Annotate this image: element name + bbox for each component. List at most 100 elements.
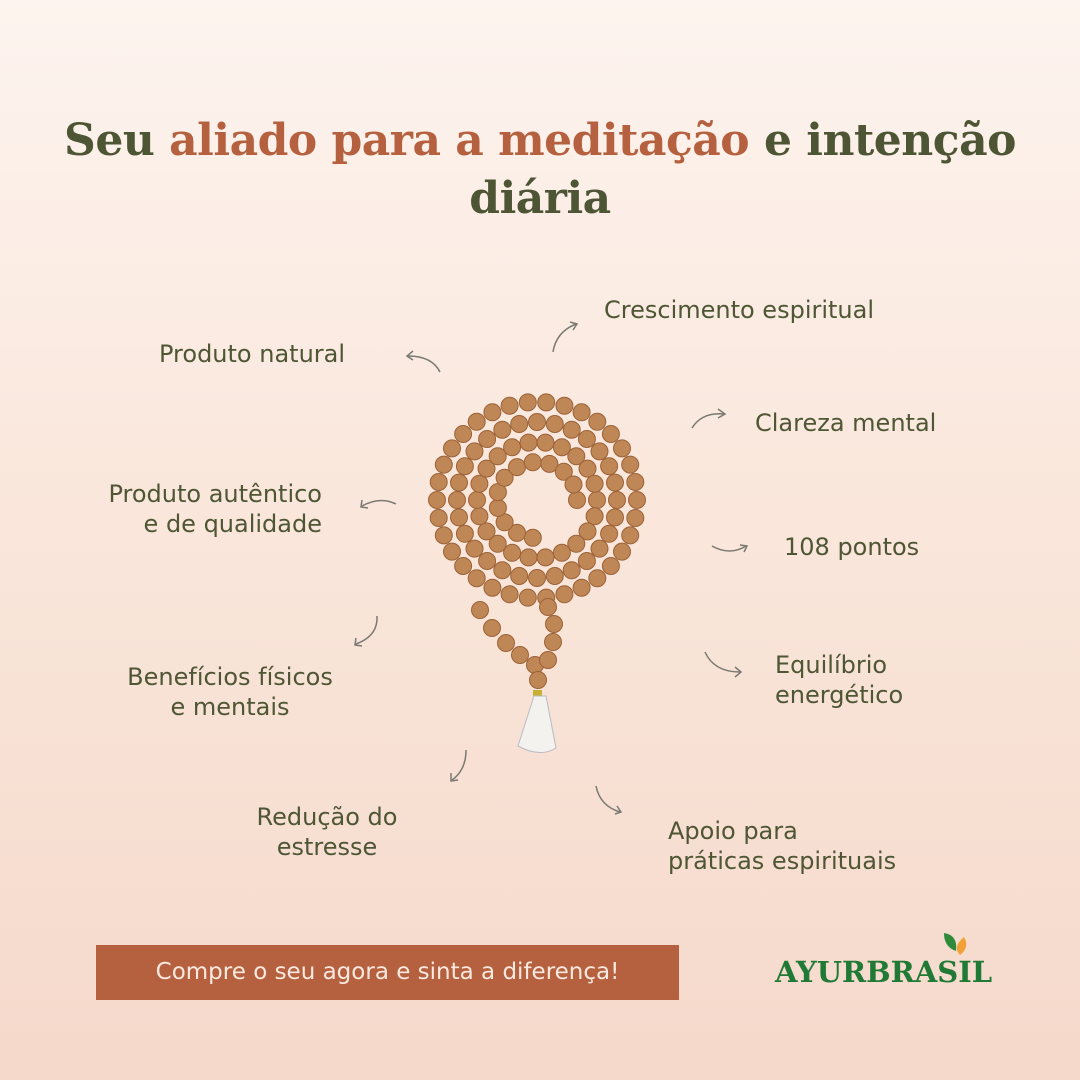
bead	[428, 491, 446, 509]
bead	[510, 567, 529, 585]
bead	[544, 633, 562, 651]
bead	[503, 438, 522, 457]
arrow-icon	[569, 321, 579, 331]
bead	[555, 585, 574, 604]
bead	[471, 601, 489, 619]
tassel-icon	[517, 690, 557, 753]
bead	[539, 651, 557, 669]
bead	[470, 474, 489, 493]
bead	[539, 598, 557, 616]
bead	[434, 455, 453, 474]
benefit-line: práticas espirituais	[668, 847, 897, 875]
bead	[519, 548, 538, 567]
benefit-line: energético	[775, 681, 904, 709]
benefit-line: estresse	[276, 833, 378, 861]
bead	[478, 430, 497, 448]
benefit-line: Produto autêntico	[108, 480, 322, 508]
bead	[455, 457, 474, 476]
bead	[577, 430, 596, 448]
bead	[621, 526, 640, 545]
bead	[606, 473, 624, 492]
bead	[600, 457, 619, 476]
bead	[613, 439, 631, 458]
bead	[510, 415, 529, 433]
bead	[477, 459, 496, 478]
bead	[450, 473, 468, 492]
bead	[455, 524, 474, 543]
bead	[450, 508, 468, 527]
bead	[454, 557, 473, 575]
bead	[578, 522, 597, 541]
benefit-label: Produto autêntico e de qualidade	[60, 479, 322, 539]
bead	[467, 569, 486, 588]
bead	[493, 561, 512, 580]
bead	[628, 491, 646, 509]
arrow-icon	[734, 666, 743, 678]
bead	[536, 548, 555, 567]
bead	[519, 433, 538, 452]
arrow-icons	[354, 321, 749, 815]
arrow-icon	[451, 749, 467, 781]
bead	[429, 509, 448, 527]
bead	[601, 425, 620, 443]
arrow-icon	[361, 499, 397, 507]
bead	[552, 438, 571, 457]
bead	[545, 567, 564, 585]
benefit-line: e de qualidade	[143, 510, 322, 538]
bead	[500, 585, 519, 604]
mala-beads	[428, 393, 646, 689]
bead	[626, 473, 645, 491]
benefit-label: Apoio para práticas espirituais	[668, 816, 896, 876]
bead	[443, 439, 461, 458]
bead	[495, 468, 514, 487]
bead	[448, 491, 466, 509]
bead	[537, 393, 556, 412]
bead	[577, 552, 596, 570]
arrow-icon	[354, 637, 363, 647]
brand-logo[interactable]: AYURBRASIL	[775, 933, 993, 989]
bead	[518, 588, 537, 607]
bead	[540, 454, 559, 473]
arrow-icon	[595, 785, 621, 813]
arrow-icon	[717, 408, 727, 419]
headline-accent: aliado para a meditação	[169, 115, 750, 166]
bead	[585, 474, 604, 493]
bead	[554, 462, 573, 481]
benefit-line: e mentais	[170, 693, 290, 721]
bead	[626, 509, 645, 527]
headline: Seu aliado para a meditação e intenção d…	[0, 112, 1080, 228]
bead	[488, 534, 507, 553]
bead	[488, 498, 507, 517]
bead	[429, 473, 448, 491]
bead	[621, 455, 640, 474]
bead	[590, 539, 609, 558]
benefit-line: Apoio para	[668, 817, 798, 845]
bead	[572, 578, 591, 597]
bead	[528, 569, 546, 587]
benefit-label: Equilíbrio energético	[775, 650, 903, 710]
bead	[562, 561, 581, 580]
brand-name: AYURBRASIL	[775, 955, 993, 989]
bead	[545, 415, 564, 433]
benefit-line: Benefícios físicos	[127, 663, 333, 691]
bead	[511, 646, 529, 664]
headline-part: e intenção	[749, 115, 1016, 166]
buy-now-button[interactable]: Compre o seu agora e sinta a diferença!	[96, 945, 679, 1000]
bead	[497, 634, 515, 652]
bead	[568, 491, 586, 509]
bead	[465, 442, 484, 461]
bead	[528, 413, 546, 431]
arrow-icon	[691, 413, 725, 429]
bead	[606, 508, 624, 527]
bead	[555, 396, 574, 415]
benefit-label: Produto natural	[159, 340, 346, 368]
bead	[572, 403, 591, 422]
bead	[562, 420, 581, 439]
bead	[468, 491, 486, 509]
bead	[578, 459, 597, 478]
benefit-line: Redução do	[256, 803, 398, 831]
bead	[608, 491, 626, 509]
bead	[483, 578, 502, 597]
arrow-icon	[739, 544, 749, 553]
bead	[483, 403, 502, 422]
